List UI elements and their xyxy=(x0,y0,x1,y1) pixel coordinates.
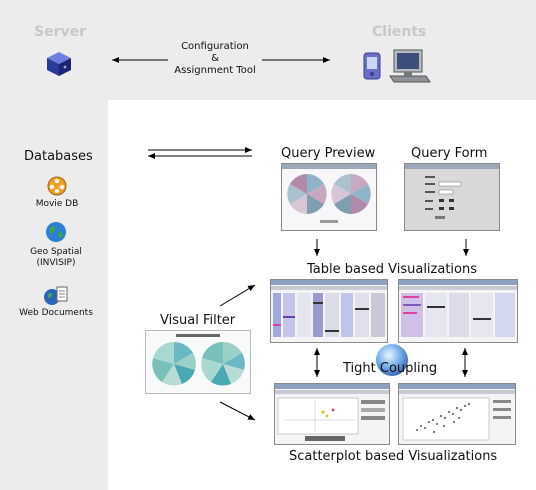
config-tool-line2: & xyxy=(211,53,219,64)
table-viz-title: Table based Visualizations xyxy=(307,262,478,277)
tight-coupling-title: Tight Coupling xyxy=(343,361,438,376)
invisip-label: (INVISIP) xyxy=(36,258,76,268)
visual-filter-thumbnail xyxy=(145,330,251,394)
query-preview-thumbnail xyxy=(281,163,377,231)
globe-icon xyxy=(45,221,67,247)
desktop-client-icon xyxy=(388,48,432,88)
server-label: Server xyxy=(34,24,87,40)
config-tool-line3: Assignment Tool xyxy=(174,65,256,76)
clients-label: Clients xyxy=(372,24,427,40)
table-viz-thumbnail-2 xyxy=(398,279,518,343)
visual-filter-title: Visual Filter xyxy=(160,313,236,328)
scatter-viz-thumbnail-1 xyxy=(274,383,390,445)
pda-client-icon xyxy=(362,52,382,84)
server-icon xyxy=(44,50,74,82)
query-preview-title: Query Preview xyxy=(281,146,376,161)
table-viz-thumbnail-1 xyxy=(270,279,388,343)
movie-db-label: Movie DB xyxy=(35,199,79,209)
web-documents-label: Web Documents xyxy=(19,308,93,318)
query-form-title: Query Form xyxy=(411,146,488,161)
config-tool-line1: Configuration xyxy=(181,41,249,52)
arrow-filter-to-table xyxy=(219,284,256,307)
geo-spatial-label: Geo Spatial xyxy=(30,247,82,257)
query-form-thumbnail xyxy=(404,163,500,231)
databases-title: Databases xyxy=(24,149,93,164)
documents-icon xyxy=(43,285,69,311)
arrow-filter-to-scatter xyxy=(219,401,256,421)
tight-coupling-icon xyxy=(375,343,409,381)
scatter-viz-thumbnail-2 xyxy=(398,383,516,445)
scatter-viz-title: Scatterplot based Visualizations xyxy=(289,449,498,464)
film-icon xyxy=(46,176,68,200)
